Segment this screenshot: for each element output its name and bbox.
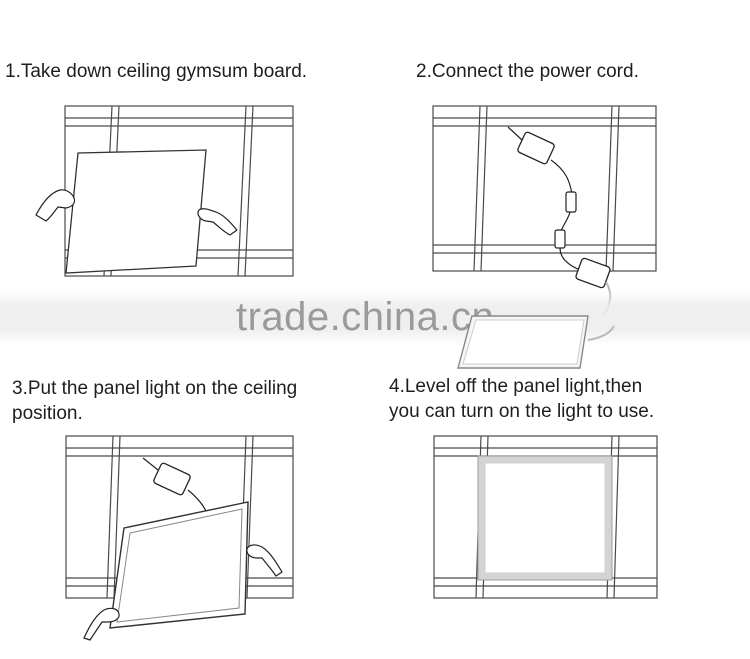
step-3-title-line-1: 3.Put the panel light on the ceiling <box>12 378 298 399</box>
led-driver-box-icon <box>153 462 191 496</box>
panel-light <box>109 501 249 629</box>
step-4-title-line-1: 4.Level off the panel light,then <box>389 376 643 397</box>
left-hand-icon <box>83 607 120 641</box>
ceiling-board <box>65 149 207 274</box>
left-hand-icon <box>35 189 76 222</box>
step-4-title-line-2: you can turn on the light to use. <box>389 401 655 422</box>
connector-plug-icon <box>565 191 577 213</box>
led-driver-box-icon <box>517 131 555 165</box>
watermark-band <box>0 290 750 346</box>
right-hand-icon <box>246 544 283 577</box>
step-3-title-line-2: position. <box>12 403 83 424</box>
watermark-text: trade.china.cn <box>236 295 495 339</box>
step-1-title: 1.Take down ceiling gymsum board. <box>5 61 308 82</box>
right-hand-icon <box>197 208 238 236</box>
step-2-title: 2.Connect the power cord. <box>416 61 639 82</box>
panel-light <box>484 462 606 574</box>
led-driver-box-icon <box>575 257 611 289</box>
ceiling-grid <box>432 105 657 272</box>
